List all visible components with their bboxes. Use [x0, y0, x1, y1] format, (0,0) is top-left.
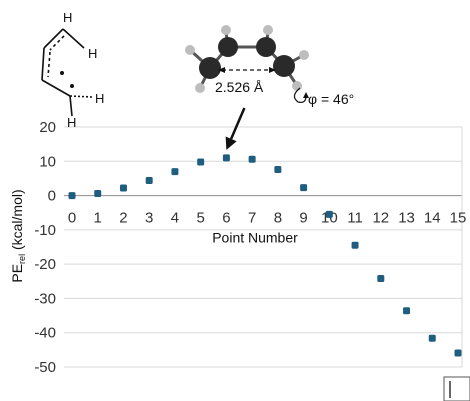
distance-label: 2.526 Å	[215, 79, 264, 95]
x-tick-label: 14	[424, 210, 441, 227]
radical-dot	[60, 71, 64, 75]
x-tick-label: 6	[222, 210, 230, 227]
hydrogen-atom	[221, 25, 231, 35]
x-tick-label: 5	[196, 210, 204, 227]
y-axis-title-subscript: rel	[17, 254, 27, 264]
annotation-arrow-shaft	[229, 107, 246, 140]
y-axis-title-unit: (kcal/mol)	[9, 189, 25, 254]
bond-line	[43, 28, 64, 49]
annotation-arrow-head	[225, 136, 237, 150]
hydrogen-label-bottom: H	[67, 115, 76, 130]
data-point	[403, 307, 411, 315]
data-point	[68, 192, 76, 200]
x-tick-label: 7	[248, 210, 256, 227]
x-tick-label: 9	[299, 210, 307, 227]
data-point	[428, 334, 436, 342]
hydrogen-atom	[263, 25, 273, 35]
x-tick-label: 2	[119, 210, 127, 227]
carbon-atom	[273, 55, 295, 77]
skeletal-structure	[41, 28, 93, 117]
x-tick-label: 13	[398, 210, 415, 227]
distance-arrowhead	[218, 67, 225, 73]
y-tick-label: -10	[34, 222, 56, 239]
hydrogen-atom	[185, 45, 195, 55]
y-tick-label: 10	[39, 153, 56, 170]
rotation-arrowhead	[303, 92, 309, 98]
bond-line	[69, 95, 73, 117]
data-point	[171, 168, 179, 176]
bond-line	[41, 47, 45, 81]
data-point	[274, 166, 282, 174]
hydrogen-atom	[299, 50, 309, 60]
y-tick-label: -50	[34, 359, 56, 376]
data-point	[197, 158, 205, 166]
rotation-arrow	[293, 87, 307, 103]
hydrogen-atom	[292, 81, 302, 91]
hydrogen-label-top: H	[63, 10, 72, 25]
dihedral-angle-label: φ = 46°	[308, 91, 354, 107]
molecule-3d-model: 2.526 Å φ = 46°	[185, 25, 354, 107]
carbon-atom	[199, 57, 221, 79]
distance-arrowhead	[269, 67, 276, 73]
data-point	[94, 190, 102, 198]
x-tick-label: 0	[68, 210, 76, 227]
hydrogen-atom	[195, 83, 205, 93]
bond-line	[69, 95, 93, 98]
data-point	[119, 184, 127, 192]
hydrogen-label-right-lower: H	[95, 91, 104, 106]
x-tick-label: 8	[274, 210, 282, 227]
x-tick-label: 3	[145, 210, 153, 227]
bond-line	[62, 28, 85, 49]
y-tick-label: 0	[48, 188, 56, 205]
data-point	[145, 176, 153, 184]
bond-line	[49, 35, 65, 51]
y-tick-label: -40	[34, 325, 56, 342]
data-point	[377, 275, 385, 283]
bond-line	[41, 79, 71, 97]
y-axis-title: PErel (kcal/mol)	[9, 189, 27, 282]
x-tick-label: 11	[347, 210, 363, 227]
bond-line	[47, 51, 51, 78]
grid-lines	[64, 126, 463, 368]
carbon-atom	[256, 37, 276, 57]
radical-dot	[70, 84, 74, 88]
x-tick-label: 10	[321, 210, 338, 227]
x-tick-label: 4	[171, 210, 179, 227]
data-point	[248, 155, 256, 163]
data-point	[351, 241, 359, 249]
legend-box	[443, 376, 470, 401]
annotation-arrow	[225, 107, 246, 150]
data-point	[300, 184, 308, 192]
y-tick-label: 20	[39, 119, 56, 136]
y-tick-label: -30	[34, 290, 56, 307]
carbon-atom	[218, 37, 238, 57]
x-tick-label: 12	[372, 210, 389, 227]
y-tick-label: -20	[34, 256, 56, 273]
data-point	[454, 349, 462, 357]
x-tick-label: 15	[450, 210, 467, 227]
x-tick-label: 1	[94, 210, 102, 227]
y-axis-title-main: PE	[9, 264, 25, 283]
y-tick-labels: 20 10 0 -10 -20 -30 -40 -50	[34, 119, 56, 376]
data-points	[68, 154, 462, 357]
data-point	[325, 210, 333, 218]
x-axis-title: Point Number	[212, 230, 298, 246]
hydrogen-label-right-upper: H	[88, 46, 97, 61]
data-point	[222, 154, 230, 162]
